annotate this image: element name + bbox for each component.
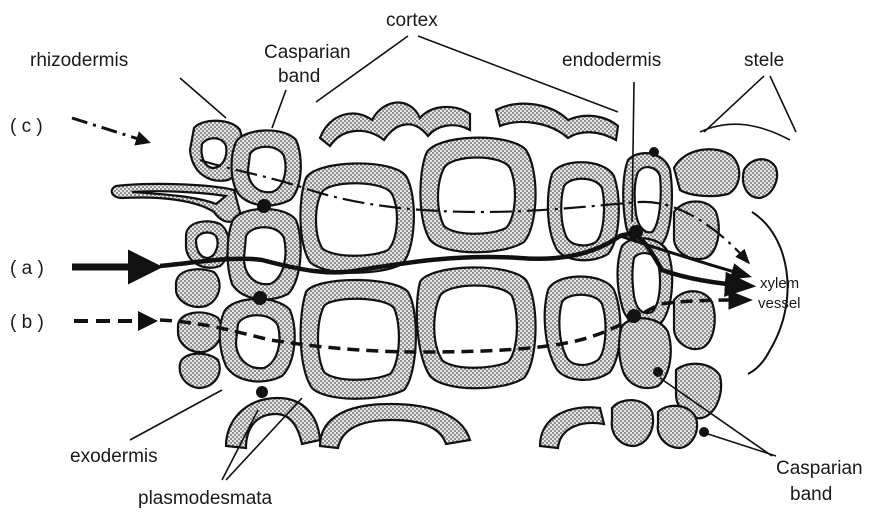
label-casparian-top-1: Casparian [264, 42, 351, 63]
casparian-dot [253, 291, 267, 305]
casparian-dot [653, 367, 663, 377]
label-vessel: vessel [758, 295, 801, 312]
rhizodermis-cell [180, 354, 220, 388]
arrow-c [72, 118, 148, 142]
stele-cell [612, 400, 653, 446]
label-rhizodermis: rhizodermis [30, 50, 128, 71]
cortex-cell-lumen [559, 295, 605, 365]
endodermis-cell [619, 318, 671, 388]
stele-cell [674, 149, 739, 196]
cortex-cell-lumen [318, 299, 399, 380]
exodermis-cell-lumen [248, 147, 286, 193]
cortex-cell-lumen [316, 183, 397, 256]
exodermis-leader [130, 390, 222, 440]
label-xylem: xylem [760, 275, 799, 292]
casparian-top-leader [272, 90, 286, 128]
cortex-bottom-cell-wall [226, 398, 320, 448]
rhizodermis-cell [176, 269, 220, 307]
label-endodermis: endodermis [562, 50, 661, 71]
label-path-c: ( c ) [10, 116, 43, 137]
label-plasmodesmata: plasmodesmata [138, 488, 273, 509]
cortex-top-cell-wall [496, 104, 618, 140]
cortex-top-cell-wall [320, 102, 470, 146]
xylem-vessel-outline [748, 212, 788, 374]
stele-boundary [700, 124, 790, 140]
stele-cell [743, 159, 777, 198]
cortex-bottom-cell-wall [540, 407, 604, 448]
exodermis-cell-lumen [244, 227, 285, 284]
cortex-cell-lumen [438, 158, 515, 234]
label-casparian-bottom-1: Casparian [776, 458, 863, 479]
endodermis-cell-lumen [635, 167, 661, 232]
cortex-cell-lumen [434, 286, 517, 368]
root-hair [112, 184, 240, 222]
casparian-dot [699, 427, 709, 437]
label-path-a: ( a ) [10, 258, 44, 279]
casparian-bottom-leader-right [708, 434, 776, 456]
cortex-leader-right [418, 36, 618, 112]
label-path-b: ( b ) [10, 312, 44, 333]
cortex-cell-lumen [561, 179, 604, 246]
label-cortex: cortex [386, 10, 438, 31]
label-casparian-top-2: band [278, 66, 320, 87]
casparian-dot [257, 199, 271, 213]
rhizodermis-leader [180, 78, 226, 118]
label-stele: stele [744, 50, 784, 71]
label-casparian-bottom-2: band [790, 484, 832, 505]
stele-cell [658, 406, 697, 448]
rhizodermis-cell-lumen [196, 233, 218, 258]
cortex-bottom-cell-wall [320, 404, 470, 448]
label-exodermis: exodermis [70, 446, 158, 467]
casparian-dot [256, 386, 268, 398]
casparian-dot [649, 147, 659, 157]
stele-leader-right [770, 76, 796, 132]
rhizodermis-cell [178, 312, 222, 352]
